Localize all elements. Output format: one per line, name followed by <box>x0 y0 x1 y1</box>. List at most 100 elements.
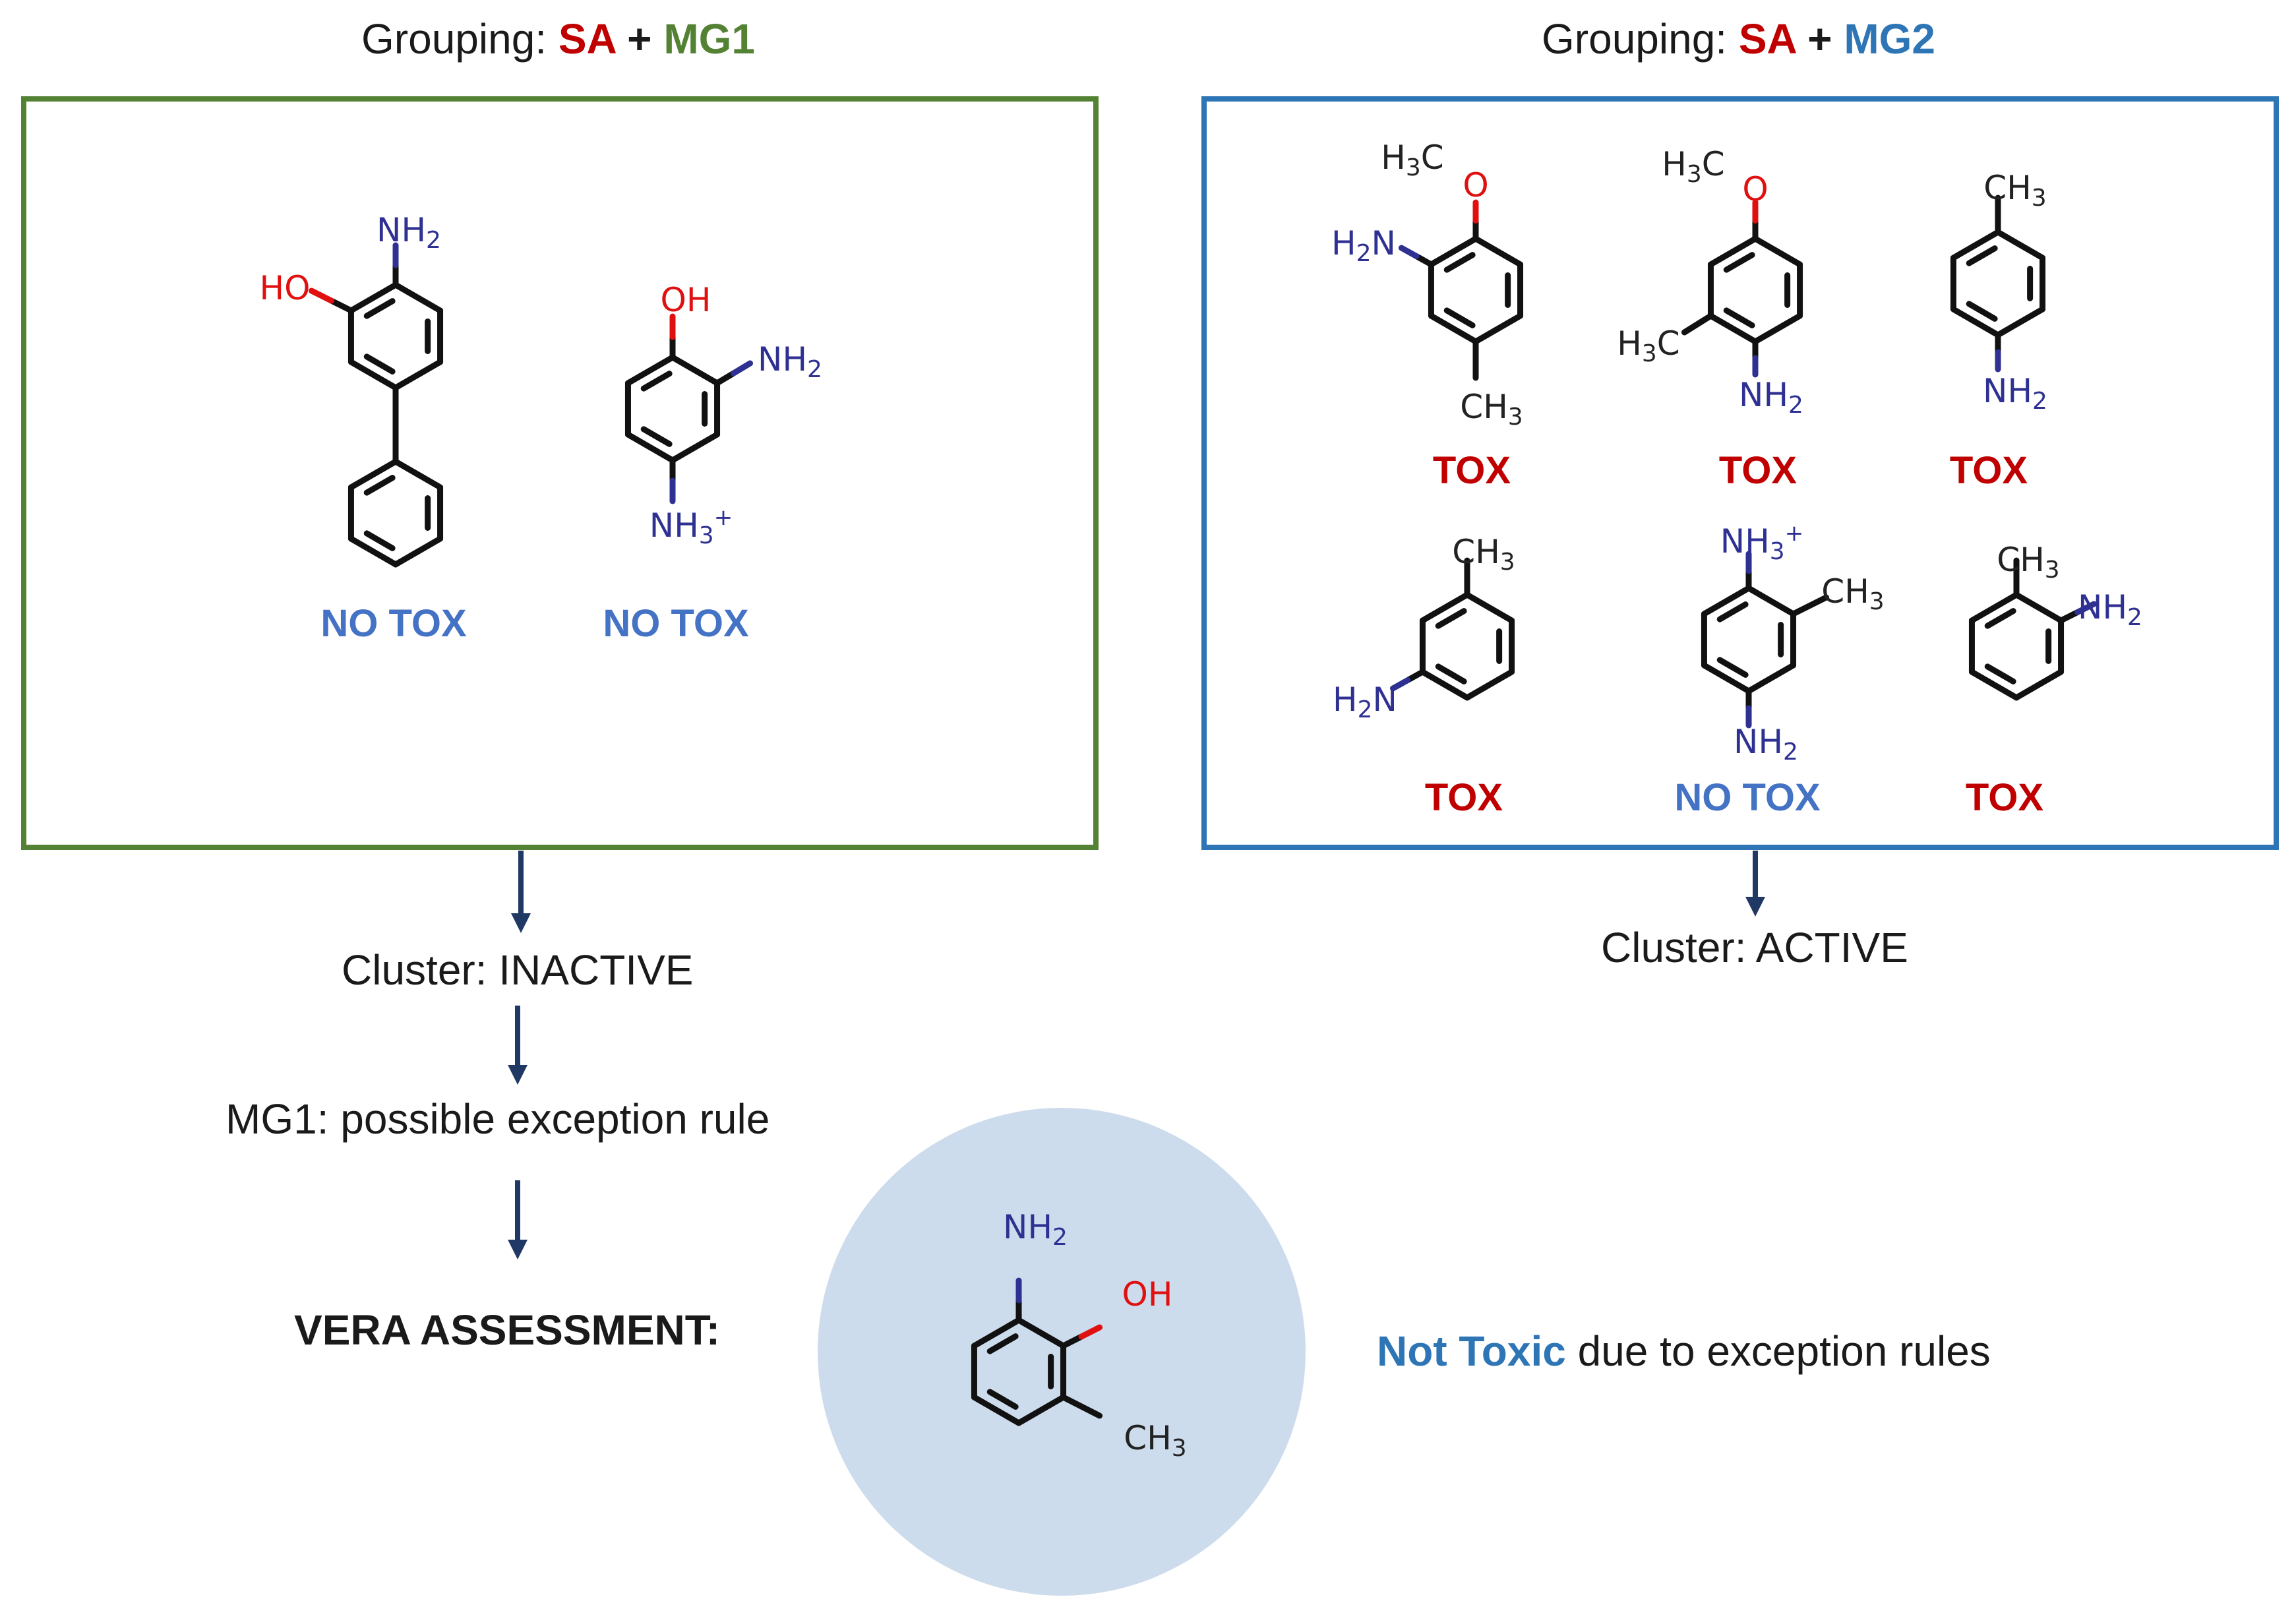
mg2-mol6-ring-bond <box>1968 669 2020 701</box>
mg2-mol6-ring-bond <box>2013 591 2065 624</box>
mg2-mol1-h2n-label: H2N <box>1331 224 1396 268</box>
mg2-mol2-ring-double-bond <box>1723 307 1755 328</box>
arrowhead-1 <box>511 913 531 933</box>
mg2-mol5-ring-bond <box>1701 585 1752 617</box>
mg2-mol2-ring-bond <box>1707 235 1759 268</box>
target-oh-label: OH <box>1122 1275 1173 1314</box>
mg2-mol5-ring-double-bond <box>1716 601 1749 622</box>
arrowhead-3 <box>508 1240 528 1259</box>
mg2-mol3-ring-double-bond <box>1966 245 1998 266</box>
mg2-mol3-ch3-label: CH3 <box>1983 169 2046 212</box>
sa-label: SA <box>1738 15 1796 63</box>
mg2-mol4-ring-bond <box>1464 669 1515 701</box>
mg2-mol1-amine-hetero-bond <box>1398 245 1420 259</box>
mg1-mol1-ring1-bond <box>392 359 444 391</box>
mg1-grouping-heading: Grouping: SA + MG1 <box>361 15 755 63</box>
tox-label-mg2-6: TOX <box>1965 776 2044 819</box>
mg2-mol1-ring-double-bond <box>1443 252 1476 273</box>
mg2-mol6-amine-hetero-bond <box>2074 601 2098 615</box>
mg1-mol2-ring-bond <box>624 354 676 386</box>
mg2-mol4-ring-double-bond <box>1435 663 1467 684</box>
mg1-mol2-ring-bond <box>669 354 721 386</box>
exception-rule-text: MG1: possible exception rule <box>226 1095 770 1143</box>
mg2-mol6-amine-bond <box>2058 609 2081 624</box>
mg2-mol4-ch3-label: CH3 <box>1452 533 1515 576</box>
mg2-mol3-nh2-label: NH2 <box>1983 372 2047 415</box>
plus-sign: + <box>1796 15 1844 63</box>
not-toxic-label: Not Toxic <box>1377 1327 1566 1375</box>
mg2-mol4-ring-double-bond <box>1435 608 1467 629</box>
mg2-mol2-ring-bond <box>1752 313 1803 345</box>
molecule-structures <box>328 195 2081 1426</box>
heteroatom-bonds <box>308 199 2098 1340</box>
assessment-result: Not Toxic due to exception rules <box>1377 1327 1991 1376</box>
mg2-mol5-ring-bond <box>1745 662 1797 694</box>
target-ring-double-bond <box>986 1333 1019 1354</box>
tox-label-mg2-2: TOX <box>1718 449 1798 492</box>
assessment-reason: due to exception rules <box>1565 1327 1991 1375</box>
grouping-prefix: Grouping: <box>361 15 559 63</box>
mg2-mol2-h3c-label: H3C <box>1662 145 1724 189</box>
mg2-mol4-ring-bond <box>1419 591 1470 624</box>
target-hydroxy-bond <box>1060 1333 1085 1349</box>
mg1-mol1-ring1-bond <box>392 282 444 314</box>
mg2-mol5-ring-double-bond <box>1716 657 1749 678</box>
vera-assessment-text: VERA ASSESSMENT: <box>294 1306 721 1354</box>
tox-label-mg2-1: TOX <box>1432 449 1511 492</box>
mg2-group-box <box>1201 96 2279 850</box>
mg1-mol2-ring-bond <box>669 431 721 464</box>
mg2-mol1-ring-bond <box>1472 313 1524 345</box>
mg1-mol1-ring2-double-bond <box>363 475 396 496</box>
tox-label-mg2-5: NO TOX <box>1674 776 1821 819</box>
tox-label-mg1-1: NO TOX <box>320 602 467 645</box>
target-ring-bond <box>971 1394 1022 1426</box>
mg2-mol2-ring-bond <box>1707 313 1759 345</box>
mg2-mol6-ring-bond <box>1968 591 2020 624</box>
mg2-mol2-methyl-bond <box>1681 313 1714 336</box>
sa-label: SA <box>558 15 616 63</box>
mg2-mol5-nh2-label: NH2 <box>1734 723 1798 766</box>
mg2-mol3-ring-bond <box>1950 306 2001 338</box>
mg2-mol1-ring-bond <box>1472 235 1524 268</box>
mg2-mol2-ring-bond <box>1752 235 1803 268</box>
plus-sign: + <box>615 15 664 63</box>
flow-arrows <box>508 851 1765 1259</box>
mg1-mol2-nh2-label: NH2 <box>758 340 822 384</box>
mg2-mol1-o-label: O <box>1463 166 1488 204</box>
mg2-mol5-nh3-label: NH3+ <box>1720 520 1803 566</box>
mg1-mol2-oh-label: OH <box>661 281 711 319</box>
mg2-mol3-ring-bond <box>1995 229 2046 261</box>
target-ch3-label: CH3 <box>1124 1419 1186 1463</box>
target-nh2-label: NH2 <box>1003 1208 1068 1252</box>
target-ring-bond <box>1015 1317 1067 1349</box>
mg2-mol5-ring-bond <box>1701 662 1752 694</box>
mg2-grouping-heading: Grouping: SA + MG2 <box>1542 15 1935 63</box>
mg2-mol2-h3c2-label: H3C <box>1617 324 1679 368</box>
mg2-mol5-ring-bond <box>1745 585 1797 617</box>
mg1-mol2-ring-double-bond <box>640 371 673 392</box>
mg1-mol1-hydroxy-hetero-bond <box>308 287 334 304</box>
mg1-mol1-ring2-bond <box>347 458 399 491</box>
cluster-active-text: Cluster: ACTIVE <box>1601 924 1908 971</box>
target-ring-double-bond <box>986 1389 1019 1410</box>
mg1-mol1-ring2-bond <box>392 535 444 568</box>
mg1-mol2-ring-bond <box>624 431 676 464</box>
mg2-label: MG2 <box>1844 15 1935 63</box>
tox-label-mg1-2: NO TOX <box>603 602 749 645</box>
mg2-mol6-ch3-label: CH3 <box>1997 541 2059 584</box>
mg1-mol1-ring2-double-bond <box>363 530 396 551</box>
target-ring-bond <box>971 1317 1022 1349</box>
mg2-mol6-ring-double-bond <box>1984 608 2016 629</box>
mg1-mol2-amine-bond <box>714 370 737 386</box>
cluster-inactive-text: Cluster: INACTIVE <box>342 946 694 994</box>
mg1-mol1-hydroxy-bond <box>328 297 354 314</box>
mg2-mol4-h2n-label: H2N <box>1333 681 1397 724</box>
tox-label-mg2-4: TOX <box>1424 776 1503 819</box>
mg2-mol1-ring-bond <box>1428 313 1479 345</box>
mg1-mol1-ring2-bond <box>392 458 444 491</box>
mg2-mol6-ring-double-bond <box>1984 663 2016 684</box>
grouping-prefix: Grouping: <box>1542 15 1739 63</box>
arrowhead-4 <box>1745 897 1765 917</box>
